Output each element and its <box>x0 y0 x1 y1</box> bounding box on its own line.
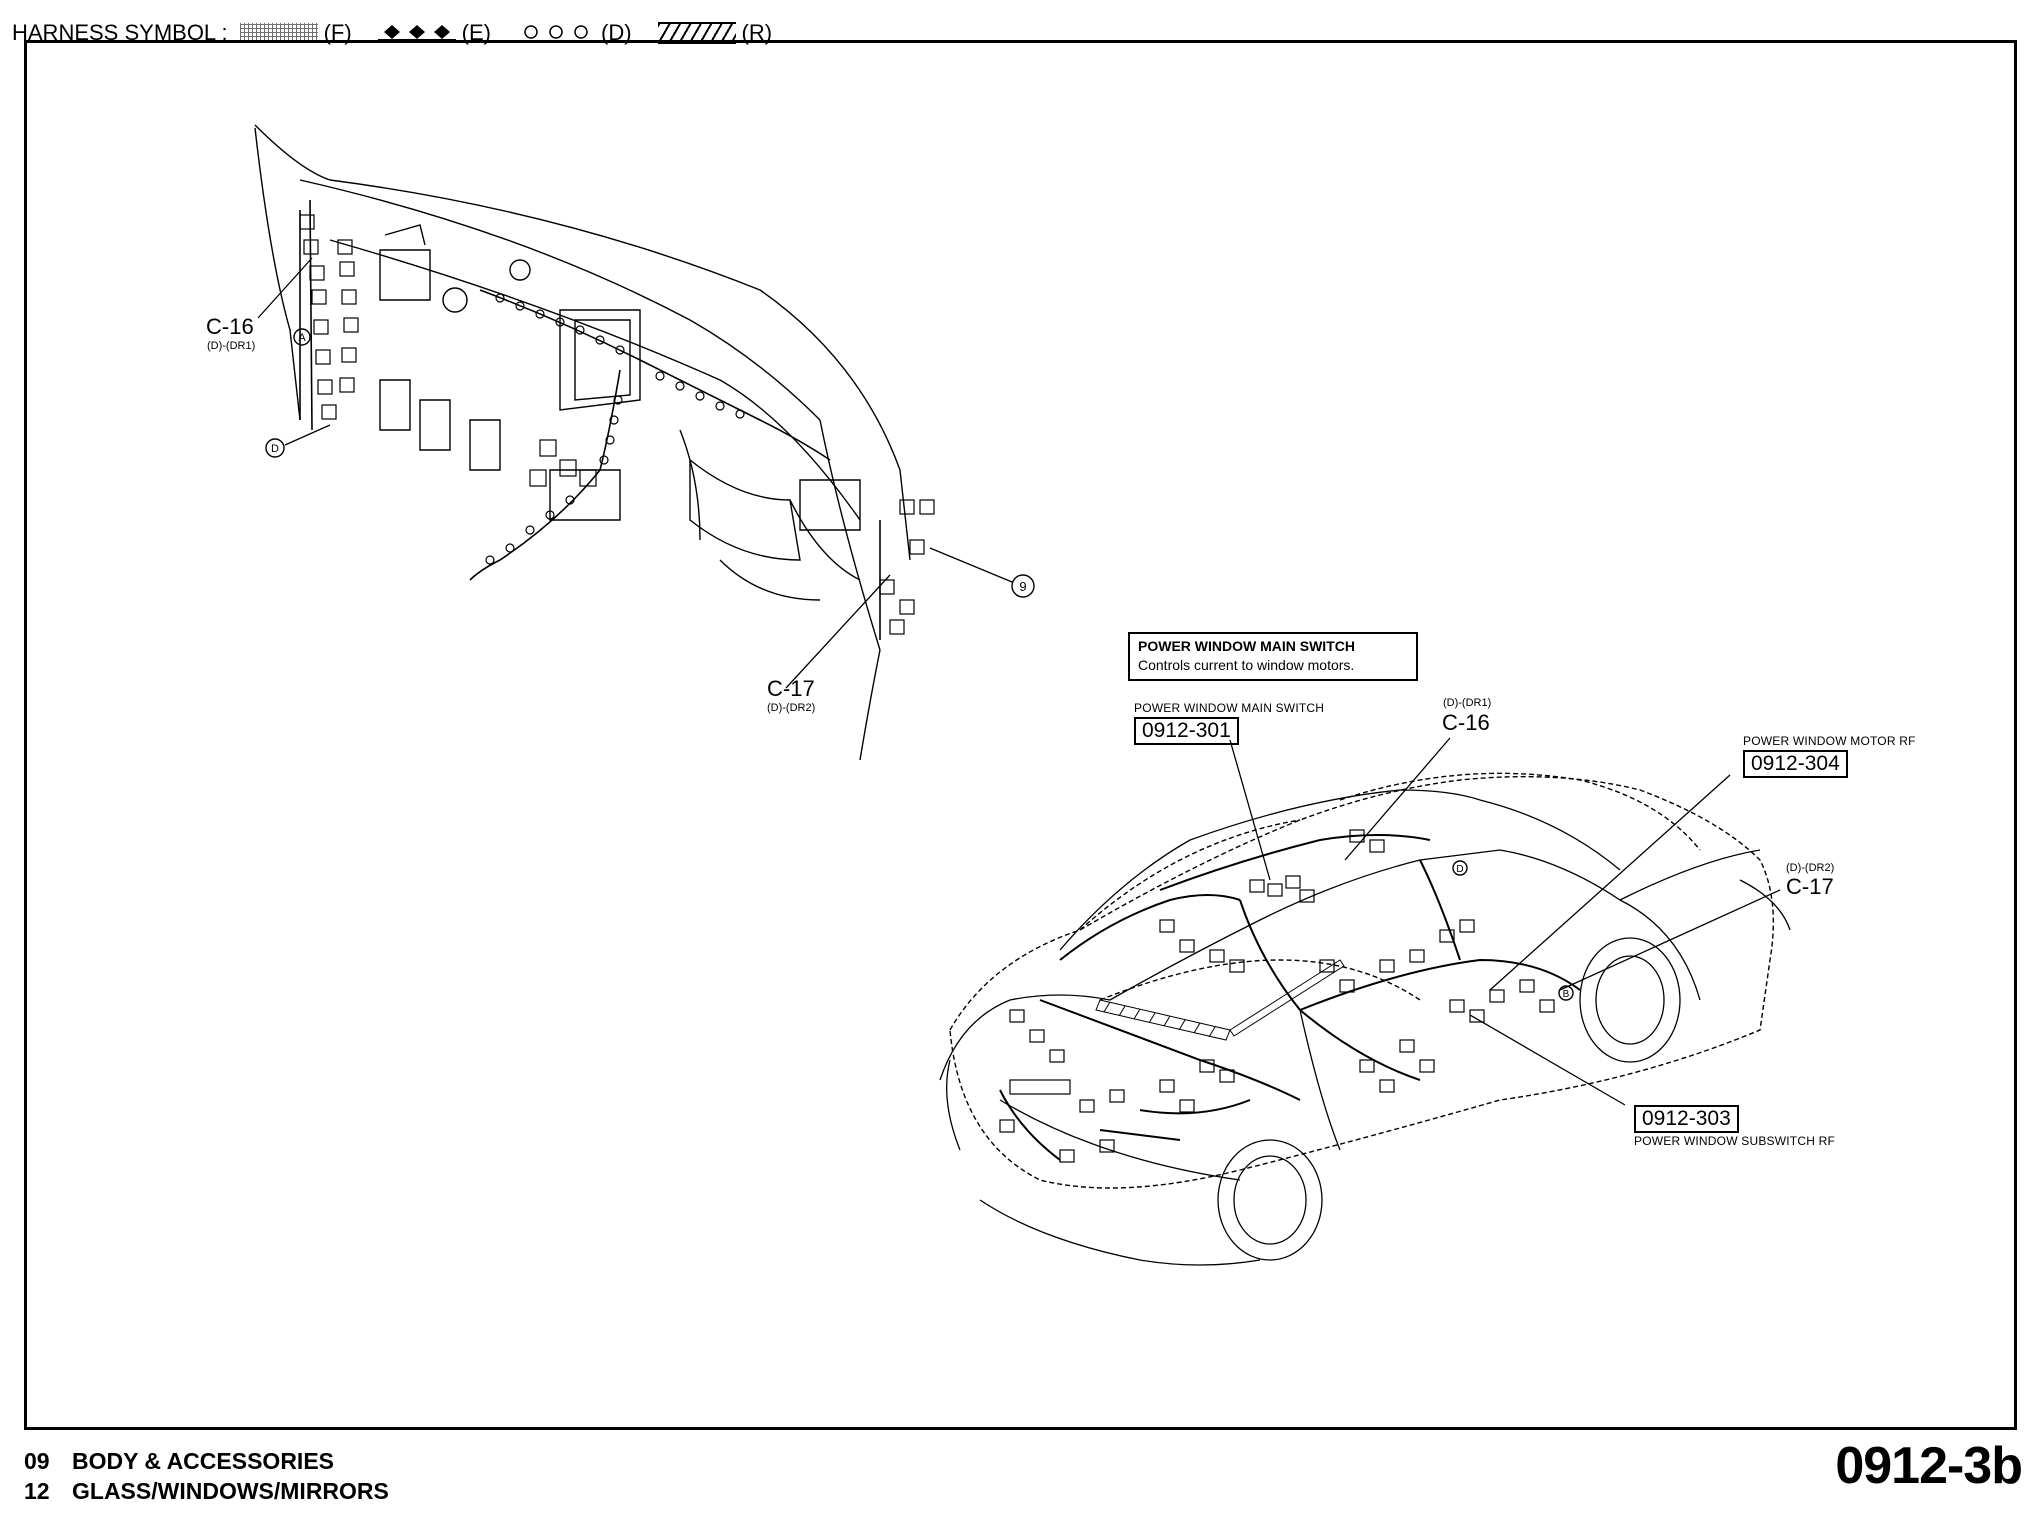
car-leaders <box>1229 737 1781 1106</box>
marker-9-circle <box>1011 574 1035 598</box>
footer-section-title: BODY & ACCESSORIES <box>72 1448 334 1474</box>
note-description: Controls current to window motors. <box>1138 657 1355 673</box>
ref-0912-303[interactable]: 0912-303 <box>1634 1105 1739 1133</box>
c16-dash-label: C-16 <box>206 314 254 339</box>
note-title: POWER WINDOW MAIN SWITCH <box>1138 638 1355 654</box>
marker-9-text: 9 <box>1019 579 1026 594</box>
c17-car-sub: (D)-(DR2) <box>1786 862 1835 874</box>
motor-rf-caption: POWER WINDOW MOTOR RF <box>1743 734 1916 748</box>
subswitch-rf-caption: POWER WINDOW SUBSWITCH RF <box>1634 1134 1835 1148</box>
car-marker-d-text: D <box>1456 864 1463 875</box>
c17-dash-label: C-17 <box>767 676 815 701</box>
dashboard-connectors <box>299 214 935 635</box>
footer-subsection-number: 12 <box>24 1478 50 1504</box>
car-harness <box>999 834 1581 1161</box>
dashboard-leaders <box>257 257 1013 689</box>
harness-r-symbol <box>657 22 736 44</box>
car-body-outline <box>949 772 1775 1189</box>
dashboard-harness-dots <box>485 293 745 565</box>
dashboard-outline <box>254 124 911 761</box>
c17-dash-sub: (D)-(DR2) <box>767 702 816 714</box>
ref-0912-304[interactable]: 0912-304 <box>1743 750 1848 778</box>
section-footer: 09 BODY & ACCESSORIES 12 GLASS/WINDOWS/MIR… <box>24 1446 389 1506</box>
car-body-main <box>939 789 1791 1266</box>
c17-car-label: C-17 <box>1786 874 1834 899</box>
marker-d-text: D <box>271 443 279 455</box>
c16-car-sub: (D)-(DR1) <box>1443 697 1492 709</box>
main-switch-note: POWER WINDOW MAIN SWITCH Controls curren… <box>1128 632 1418 681</box>
car-harness-r-band <box>1095 959 1345 1041</box>
marker-d-circle <box>265 438 285 458</box>
car-connectors <box>999 829 1555 1163</box>
dashboard-harness <box>299 199 881 640</box>
marker-a-circle <box>293 328 311 346</box>
page-id: 0912-3b <box>1835 1437 2023 1495</box>
c16-car-label: C-16 <box>1442 710 1490 735</box>
car-marker-b-text: B <box>1563 989 1570 1000</box>
car-marker-d-circle <box>1452 860 1468 876</box>
main-switch-caption: POWER WINDOW MAIN SWITCH <box>1134 701 1325 715</box>
c16-dash-sub: (D)-(DR1) <box>207 340 256 352</box>
marker-a-text: A <box>298 332 306 344</box>
harness-symbol-legend: HARNESS SYMBOL : (F) (E) (D) (R) <box>12 16 794 50</box>
diagram-frame <box>24 40 2017 1430</box>
footer-subsection-title: GLASS/WINDOWS/MIRRORS <box>72 1478 389 1504</box>
ref-0912-301[interactable]: 0912-301 <box>1134 717 1239 745</box>
footer-line-1: 09 BODY & ACCESSORIES <box>24 1446 389 1476</box>
footer-line-2: 12 GLASS/WINDOWS/MIRRORS <box>24 1476 389 1506</box>
car-marker-b-circle <box>1558 985 1574 1001</box>
footer-section-number: 09 <box>24 1448 50 1474</box>
